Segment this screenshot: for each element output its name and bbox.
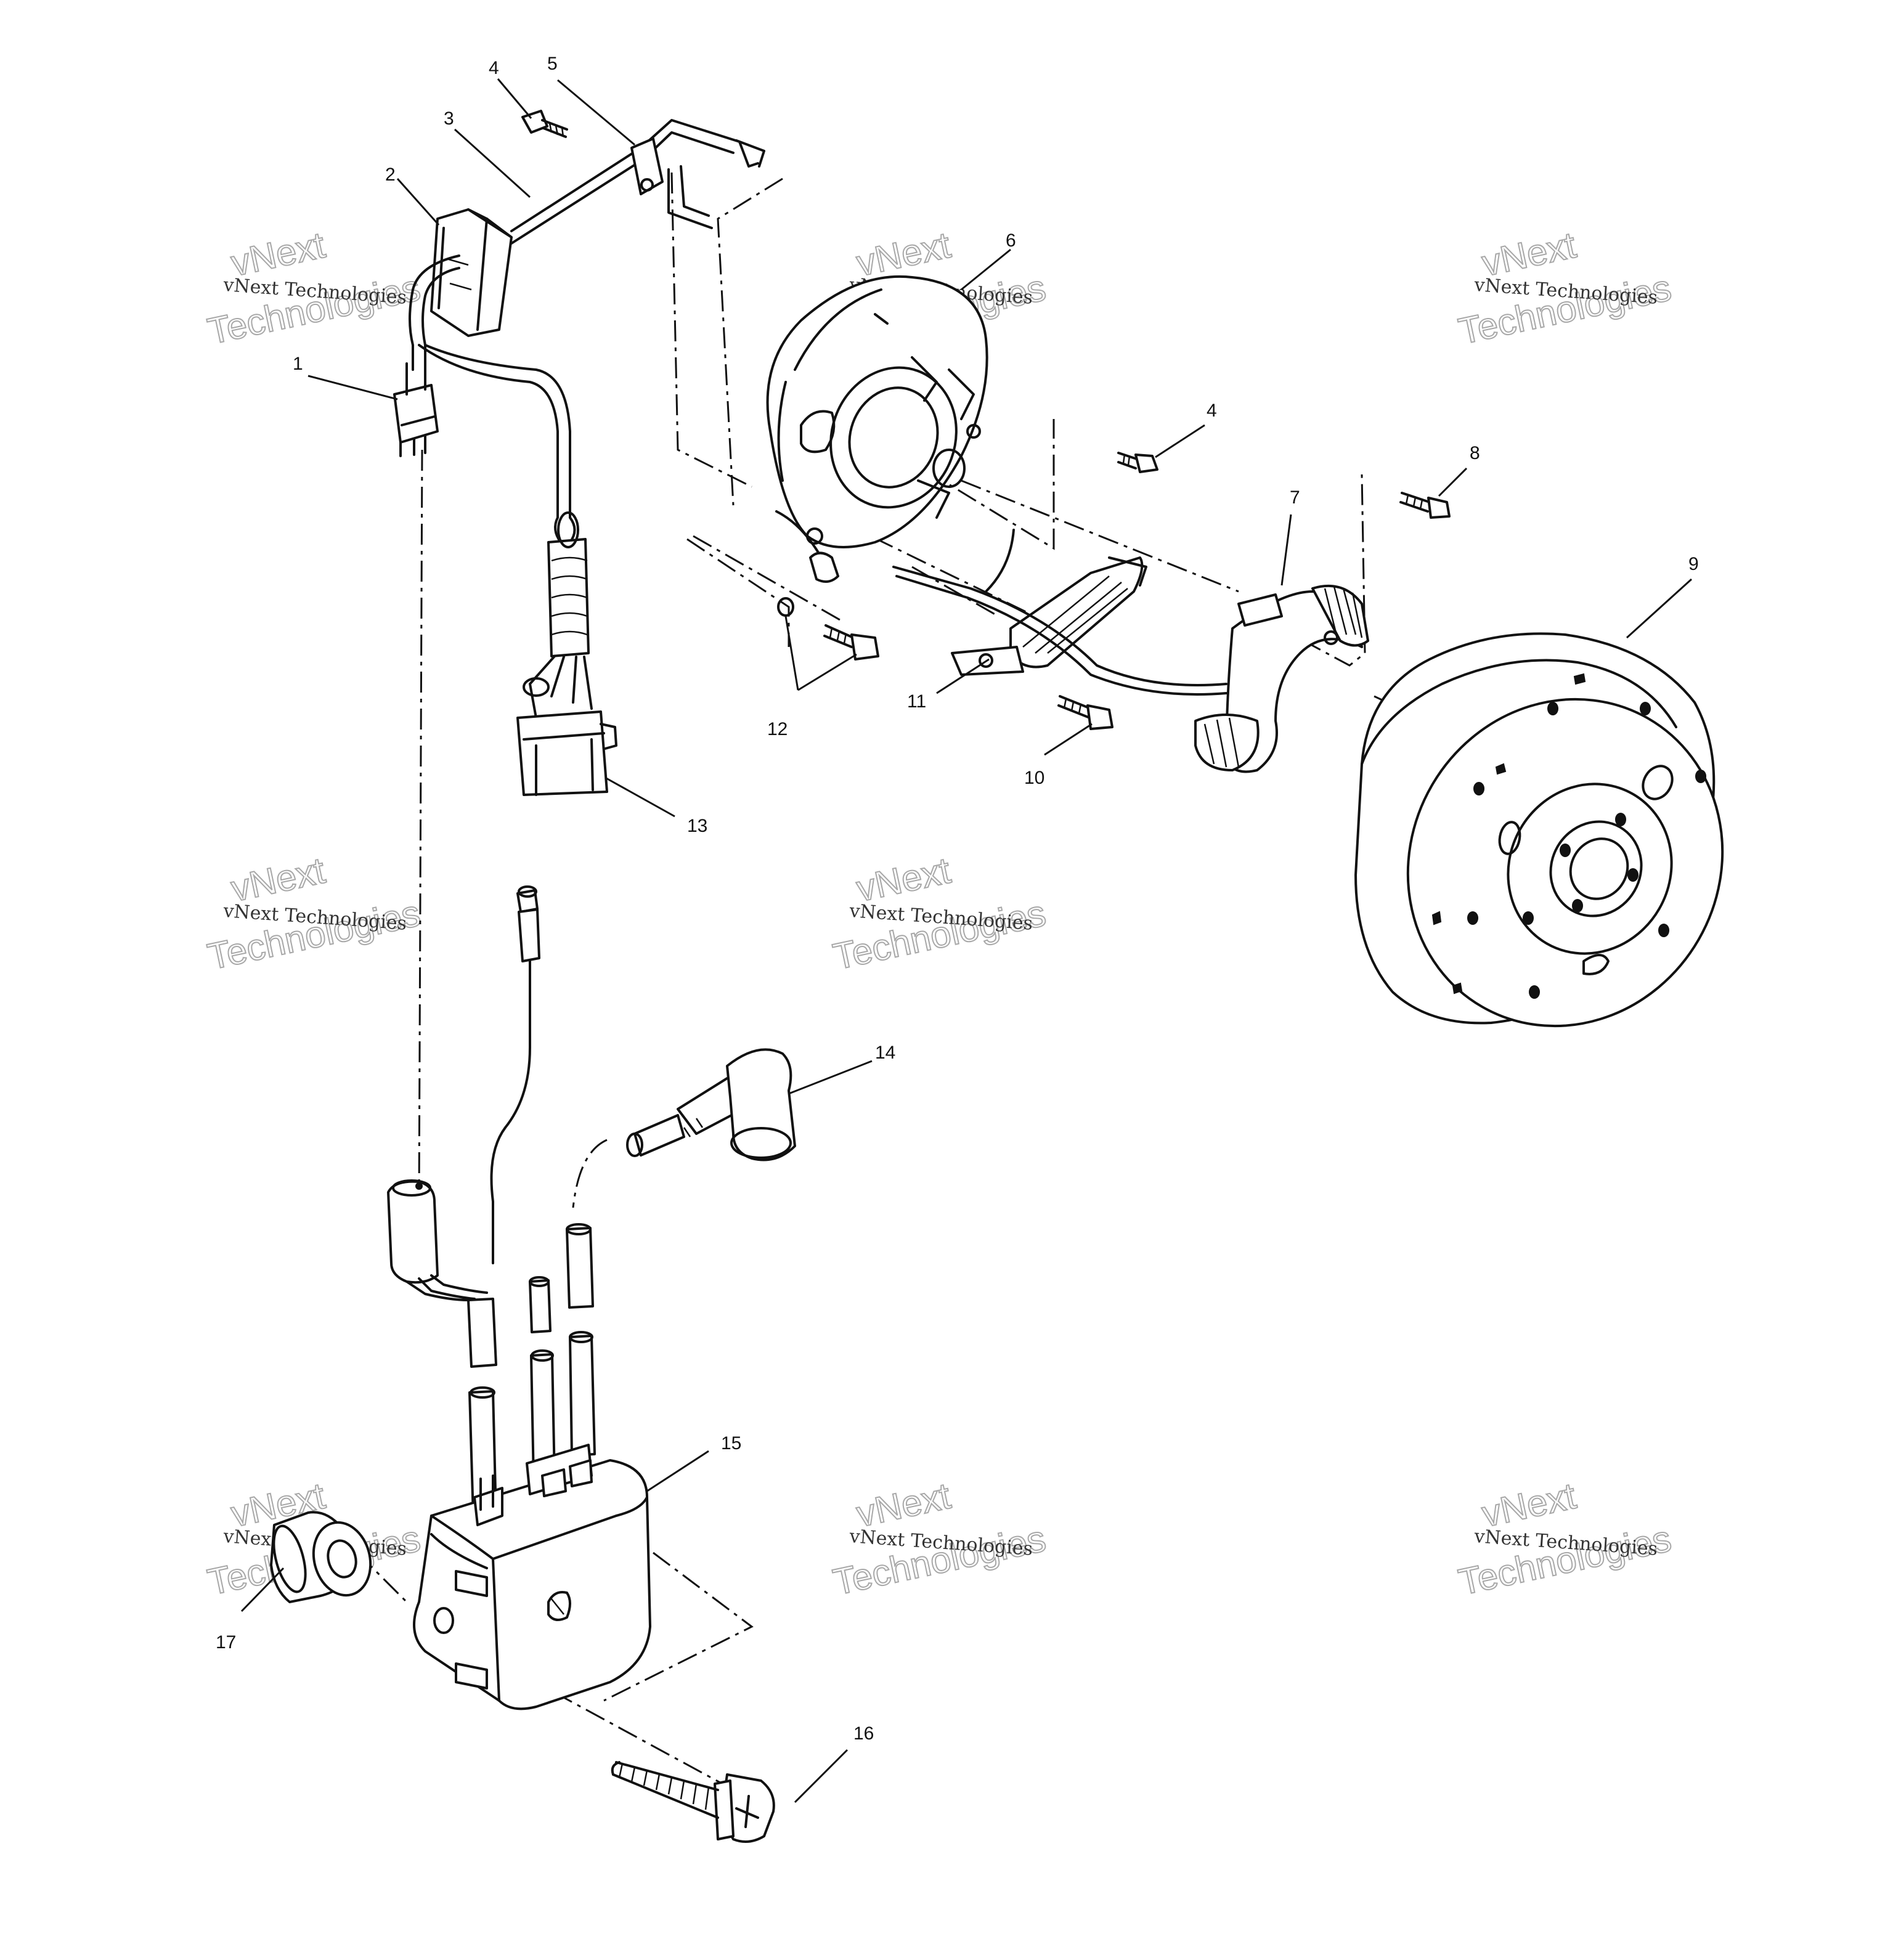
part-6-stator-plate [766,275,988,583]
watermark-line1: vNext [227,850,328,909]
callout-1: 1 [293,354,303,374]
callout-6: 6 [1006,230,1016,251]
callout-10: 10 [1024,768,1044,788]
callout-3: 3 [444,108,454,129]
callout-2: 2 [385,165,396,185]
part-2-regulator [430,208,513,337]
part-4-screw-lower [1117,452,1158,473]
part-17-grommet [270,1511,372,1603]
part-1-connector [393,359,439,457]
watermark-line1: vNext [1478,1475,1579,1535]
part-10-screw [1057,695,1113,730]
callout-13: 13 [687,816,707,836]
stator-wires [892,566,1227,696]
callout-17: 17 [216,1632,236,1653]
part-15-ignition-coil [413,1444,651,1710]
part-13-harness-connector [516,511,617,796]
callout-9: 9 [1688,554,1699,574]
callout-15: 15 [721,1433,741,1454]
lower-harness [387,885,540,1518]
callout-11: 11 [907,691,926,712]
callout-7: 7 [1290,487,1300,508]
part-16-bolt [611,1761,775,1843]
callout-8: 8 [1470,443,1480,463]
callout-14: 14 [875,1043,895,1063]
part-3-harness-tube [510,119,765,245]
part-14-spark-plug-cap [626,1048,796,1161]
part-7-pulser-coil [1194,584,1369,773]
callout-4-upper: 4 [489,58,499,78]
part-5-clamp [630,137,664,195]
part-8-screw [1399,492,1451,519]
part-12-screw-washer [777,597,879,661]
regulator-wires [409,254,571,519]
high-tension-leads [529,1223,596,1481]
callout-labels: 1 2 3 4 5 6 4 7 8 9 10 11 12 13 14 15 16… [216,54,1699,1744]
callout-16: 16 [853,1723,874,1744]
watermark-line1: vNext [853,850,954,909]
callout-leaders [240,78,1693,1803]
watermark-line1: vNext [853,1475,954,1535]
callout-4-lower: 4 [1207,401,1217,421]
callout-5: 5 [547,54,558,74]
part-9-flywheel [1354,632,1724,1028]
callout-12: 12 [767,719,788,739]
